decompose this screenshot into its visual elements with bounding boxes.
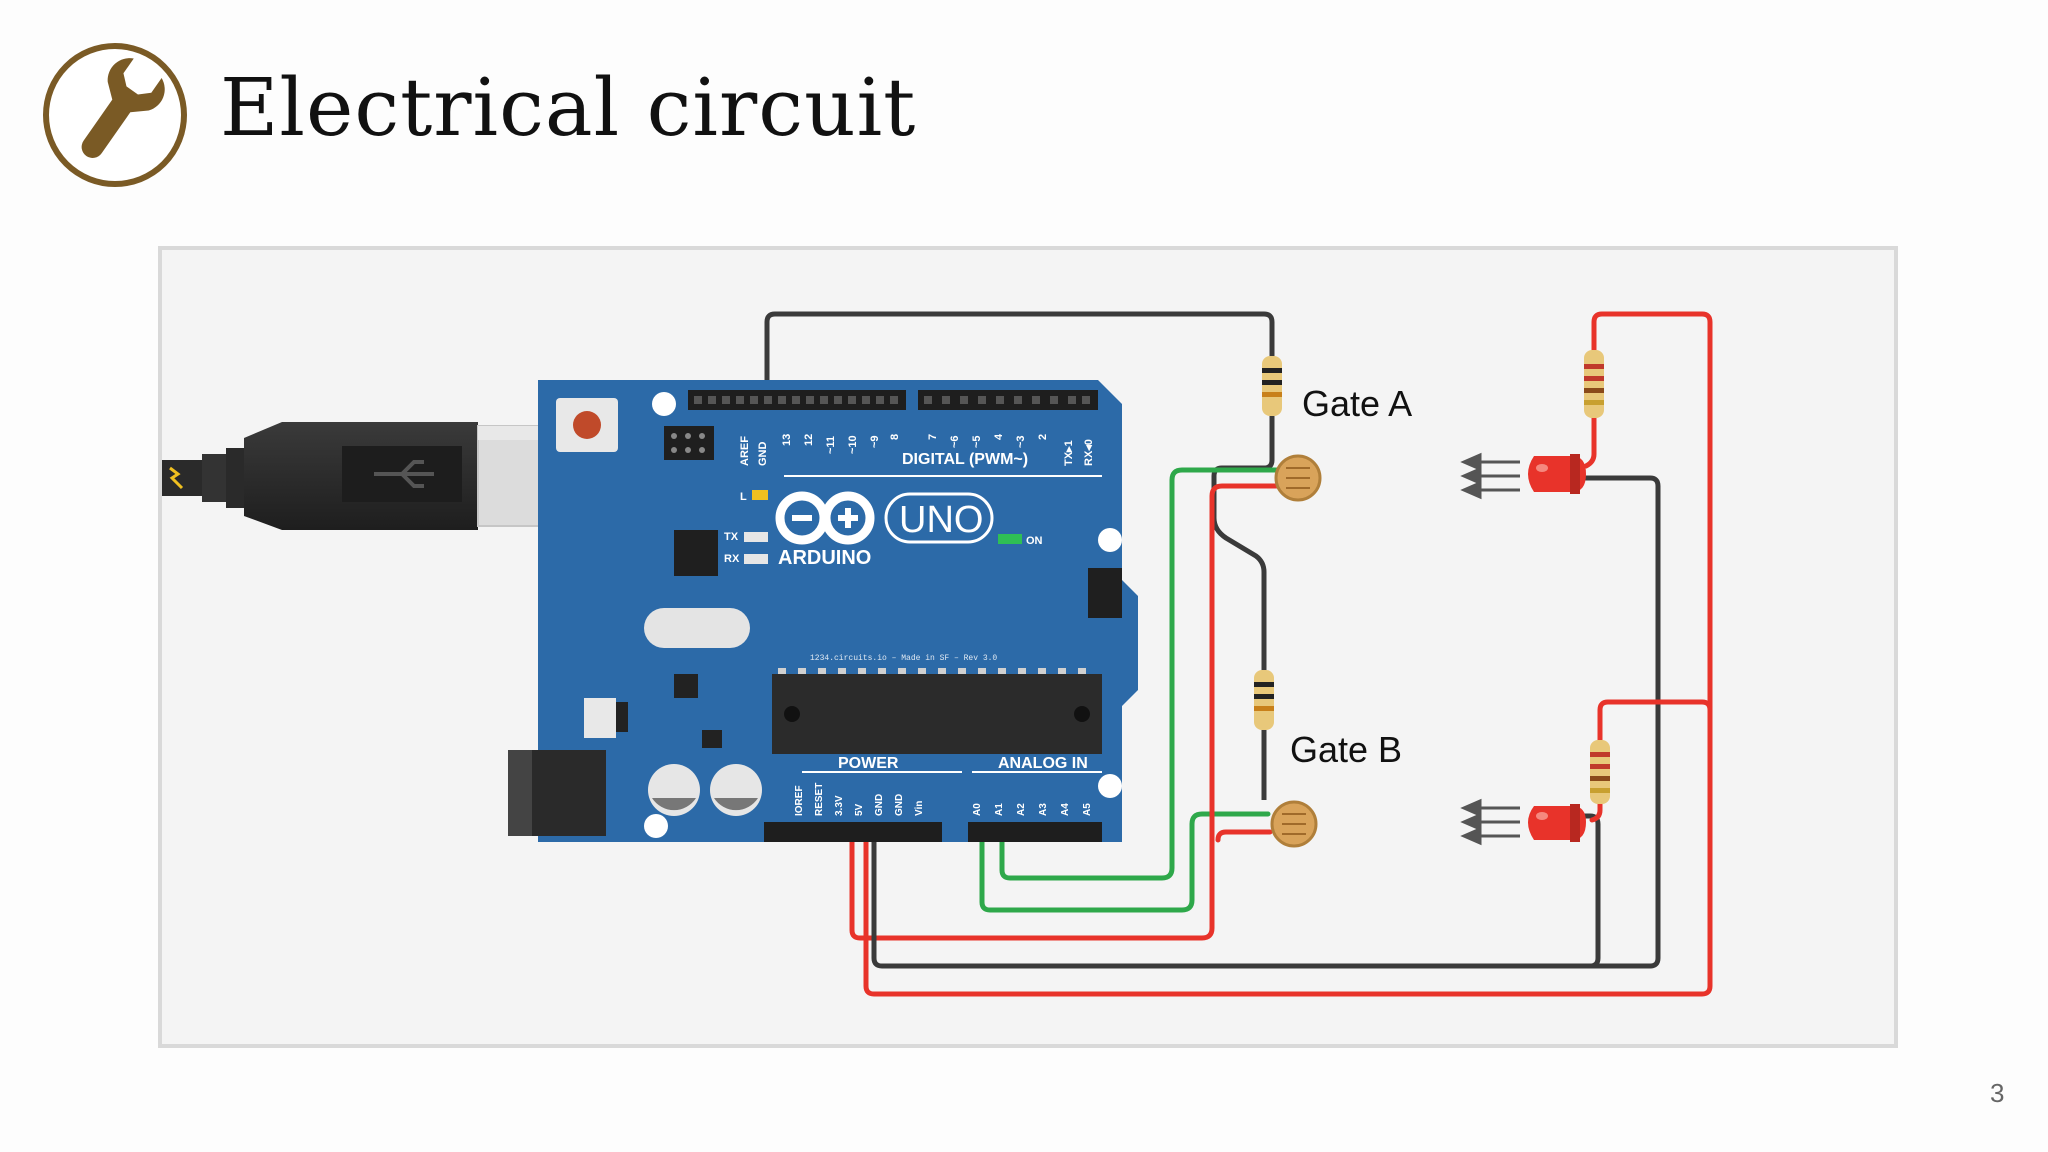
arduino-model: UNO xyxy=(899,499,983,541)
pin-label: A3 xyxy=(1038,803,1049,816)
wire-res-led-b xyxy=(1589,799,1603,823)
pin-label: 3.3V xyxy=(834,795,845,816)
board-revision-text: 1234.circuits.io – Made in SF – Rev 3.0 xyxy=(810,654,997,663)
resistor-gate-a xyxy=(1262,356,1282,416)
pin-label: RX◂0 xyxy=(1083,439,1095,466)
pin-label: ~11 xyxy=(825,436,837,454)
light-arrows-a-icon xyxy=(1460,452,1520,500)
gate-b-label: Gate B xyxy=(1290,729,1402,770)
digital-pin-labels: AREF GND 13 12 ~11 ~10 ~9 8 7 ~6 ~5 4 ~3… xyxy=(739,433,1095,466)
wrench-icon xyxy=(43,43,187,187)
circuit-svg: AREF GND 13 12 ~11 ~10 ~9 8 7 ~6 ~5 4 ~3… xyxy=(162,311,1713,997)
pin-label: ~3 xyxy=(1015,435,1027,448)
light-arrows-b-icon xyxy=(1460,798,1520,846)
pin-label: TX▸1 xyxy=(1063,440,1075,466)
wire-gnd-led-a xyxy=(1579,475,1661,969)
usb-symbol-icon xyxy=(374,460,434,488)
pin-label: Vin xyxy=(914,801,925,816)
rx-label: RX xyxy=(724,553,740,565)
pin-label: 2 xyxy=(1037,434,1049,440)
ldr-gate-b xyxy=(1270,800,1318,848)
tx-label: TX xyxy=(724,531,739,543)
pin-label: RESET xyxy=(814,783,825,816)
ldr-gate-a xyxy=(1274,454,1322,502)
circuit-diagram: AREF GND 13 12 ~11 ~10 ~9 8 7 ~6 ~5 4 ~3… xyxy=(158,246,1898,1048)
power-header-label: POWER xyxy=(838,755,899,772)
gate-a-label: Gate A xyxy=(1302,383,1412,424)
led-b xyxy=(1528,804,1586,842)
wire-gnd-top xyxy=(764,311,1275,405)
l-led-label: L xyxy=(740,491,747,503)
on-led-label: ON xyxy=(1026,535,1043,547)
wire-5v-ldr-a xyxy=(849,483,1281,941)
pin-label: 12 xyxy=(803,434,815,446)
arduino-board: AREF GND 13 12 ~11 ~10 ~9 8 7 ~6 ~5 4 ~3… xyxy=(508,380,1138,842)
pin-label: 5V xyxy=(854,803,865,816)
resistor-led-b xyxy=(1590,740,1610,804)
pin-label: GND xyxy=(757,442,769,467)
pin-label: A2 xyxy=(1016,803,1027,816)
wire-a1-green xyxy=(979,811,1271,913)
led-a xyxy=(1528,454,1586,494)
page-title: Electrical circuit xyxy=(220,61,917,154)
pin-label: A1 xyxy=(994,803,1005,816)
wire-5v-ldr-b xyxy=(1215,829,1273,843)
page-number: 3 xyxy=(1990,1078,2005,1108)
wire-a0-green xyxy=(999,467,1281,881)
resistor-led-a xyxy=(1584,350,1604,418)
pin-label: 4 xyxy=(993,433,1005,440)
pin-label: 13 xyxy=(781,434,793,446)
pin-label: 7 xyxy=(927,434,939,440)
pin-label: A5 xyxy=(1082,803,1093,816)
pin-label: GND xyxy=(874,794,885,816)
wire-res-led-a xyxy=(1583,415,1597,469)
pin-label: IOREF xyxy=(794,785,805,816)
wire-digital-red xyxy=(863,311,1713,997)
pin-label: A0 xyxy=(972,803,983,816)
arduino-brand: ARDUINO xyxy=(778,547,871,569)
pin-label: ~5 xyxy=(971,435,983,448)
pin-label: ~10 xyxy=(847,435,859,454)
pin-label: 8 xyxy=(889,434,901,440)
pin-label: GND xyxy=(894,794,905,816)
pin-label: A4 xyxy=(1060,803,1071,816)
pin-label: ~6 xyxy=(949,435,961,448)
pin-label: AREF xyxy=(739,436,751,466)
resistor-gate-b xyxy=(1254,670,1274,800)
digital-header-label: DIGITAL (PWM~) xyxy=(902,451,1028,468)
wire-red-led-b xyxy=(1597,699,1713,743)
pin-label: ~9 xyxy=(869,435,881,448)
wire-resistor-a-b xyxy=(1211,413,1275,673)
analog-header-label: ANALOG IN xyxy=(998,755,1088,772)
arduino-logo xyxy=(775,491,875,545)
